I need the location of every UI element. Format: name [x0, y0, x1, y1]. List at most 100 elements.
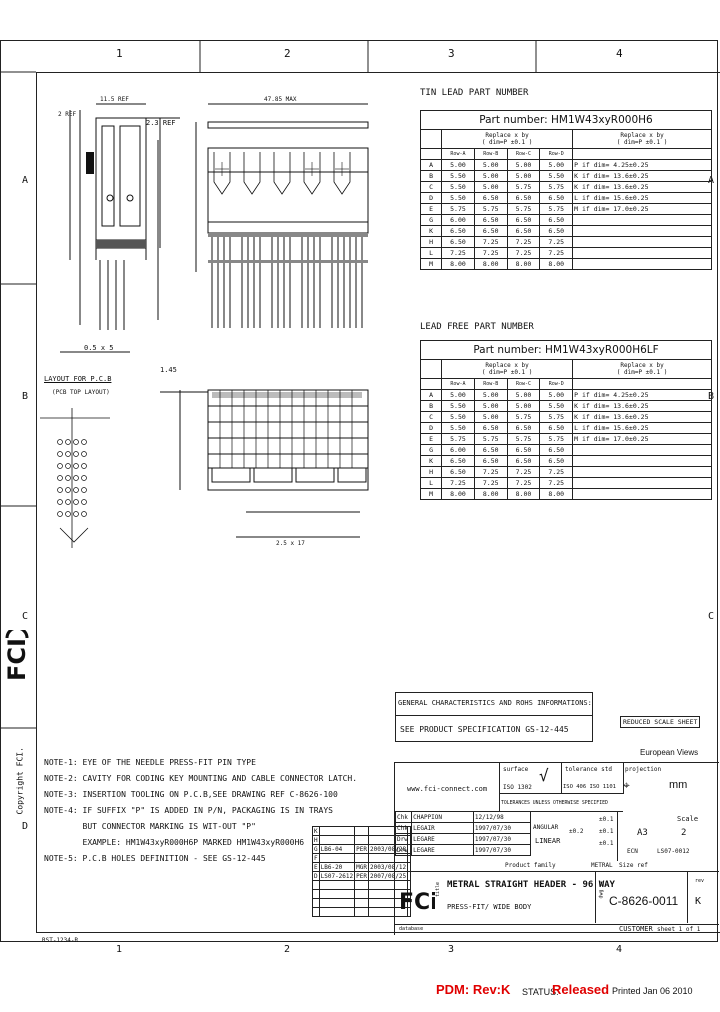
tolerance-label: tolerance std [565, 766, 612, 773]
tin_table-replace-x: Replace x by( dim=P ±0.1 ) [441, 129, 574, 149]
revision-cell: G [312, 844, 320, 854]
signature-cell: 12/12/98 [472, 811, 532, 823]
svg-text:FCi: FCi [399, 890, 435, 915]
scale-value: 2 [681, 828, 687, 838]
pcb-layout-title: LAYOUT FOR P.C.B [44, 375, 112, 383]
iso-406: ISO 406 ISO 1101 [563, 784, 616, 790]
footer: PDM: Rev:K STATUS: Released Printed Jan … [0, 980, 720, 1010]
rev-value: K [695, 896, 702, 907]
revision-cell: LB6-20 [318, 862, 356, 872]
title-line2: PRESS-FIT/ WIDE BODY [447, 903, 532, 911]
tolerance-note: TOLERANCES UNLESS OTHERWISE SPECIFIED [501, 801, 608, 806]
tin_table-dim-cell [572, 258, 712, 270]
lf_table-head-dim [572, 378, 712, 390]
tin_table-cell: 6.50 [539, 192, 574, 204]
dim-2-ref: 2 REF [58, 111, 76, 118]
revision-cell: PER [354, 871, 369, 881]
grid-row-c-right: C [708, 611, 715, 622]
note-4: NOTE-4: IF SUFFIX "P" IS ADDED IN P/N, P… [44, 806, 333, 815]
table-row [312, 907, 412, 917]
grid-col-1: 1 [116, 47, 123, 60]
lf_table-cell: 5.75 [539, 411, 574, 423]
tin-lead-table: Replace x by( dim=P ±0.1 )Replace x by( … [419, 129, 712, 270]
tin_table-row-key: M [419, 258, 443, 270]
tin_table-cell: 5.00 [539, 159, 574, 171]
inner-frame [36, 72, 720, 933]
tol-2: ±0.1 [599, 828, 614, 835]
tin_table-row-key: C [419, 181, 443, 193]
note-3: NOTE-3: INSERTION TOOLING ON P.C.B,SEE D… [44, 790, 338, 799]
note-4b: BUT CONNECTOR MARKING IS WIT-OUT "P" [44, 822, 256, 831]
revision-cell [318, 898, 356, 908]
revision-cell: E [312, 862, 320, 872]
lf_table-row-key: D [419, 422, 443, 434]
tin_table-cell: 8.00 [473, 258, 508, 270]
tin_table-cell: 7.25 [506, 247, 541, 259]
lf_table-head-1: Row-B [473, 378, 508, 390]
tin_table-cell: 7.25 [473, 247, 508, 259]
revision-cell: K [312, 826, 320, 836]
revision-cell: LB6-04 [318, 844, 356, 854]
lf_table-cell: 5.00 [441, 389, 475, 401]
tin_table-row-key: L [419, 247, 443, 259]
revision-cell [407, 907, 412, 917]
lf_table-cell: 7.25 [441, 477, 475, 489]
lf_table-head-2: Row-C [506, 378, 541, 390]
revision-cell [354, 853, 369, 863]
tin_table-cell: 6.50 [473, 214, 508, 226]
tin_table-cell: 5.75 [539, 181, 574, 193]
revision-cell [354, 835, 369, 845]
grid-col-3: 3 [448, 47, 455, 60]
lf_table-row-key: K [419, 455, 443, 467]
signature-cell: Drw [394, 833, 413, 845]
lf_table-row-key: C [419, 411, 443, 423]
lf_table-corner [419, 359, 443, 379]
revision-cell [354, 889, 369, 899]
lf_table-row-key: E [419, 433, 443, 445]
outer-frame [0, 40, 718, 942]
tin_table-cell: 5.00 [473, 159, 508, 171]
copyright-vertical: Copyright FCI. [10, 700, 25, 820]
tin_table-row-key: D [419, 192, 443, 204]
database-label: database [399, 926, 424, 932]
lf_table-cell: 6.50 [441, 455, 475, 467]
revision-cell [318, 853, 356, 863]
grid-bottom: 1 2 3 4 [36, 943, 720, 957]
tin_table-cell: 8.00 [441, 258, 475, 270]
lf_table-cell: 5.75 [441, 433, 475, 445]
tin-part-number: Part number: HM1W43xyR000H6 [420, 110, 712, 130]
lf_table-cell: 7.25 [539, 477, 574, 489]
european-views: European Views [640, 748, 699, 757]
tin_table-dim-cell [572, 225, 712, 237]
tin_table-row-key: A [419, 159, 443, 171]
tin_table-cell: 5.00 [506, 170, 541, 182]
lf_table-dim-cell: M if dim= 17.0±0.25 [572, 433, 712, 445]
tin_table-dim-cell: M if dim= 17.0±0.25 [572, 203, 712, 215]
lf-table-title: LEAD FREE PART NUMBER [420, 322, 534, 332]
lf_table-head-empty [419, 378, 443, 390]
tin_table-cell: 7.25 [441, 247, 475, 259]
tin_table-cell: 6.50 [506, 214, 541, 226]
grid-col-4-bottom: 4 [616, 944, 623, 955]
lf_table-replace-y: Replace x by( dim=P ±0.1 ) [572, 359, 712, 379]
tin_table-head-empty [419, 148, 443, 160]
note-4c: EXAMPLE: HM1W43xyR000H6P MARKED HM1W43xy… [44, 838, 305, 847]
lf_table-cell: 5.00 [473, 389, 508, 401]
tol-1: ±0.1 [599, 816, 614, 823]
tin_table-row-key: E [419, 203, 443, 215]
grid-row-a: A [22, 175, 29, 186]
lf_table-cell: 6.50 [441, 466, 475, 478]
reduced-scale-label: REDUCED SCALE SHEET [623, 718, 698, 726]
fci-logo: FCi [399, 881, 438, 915]
lf_table-cell: 8.00 [441, 488, 475, 500]
revision-cell [318, 889, 356, 899]
